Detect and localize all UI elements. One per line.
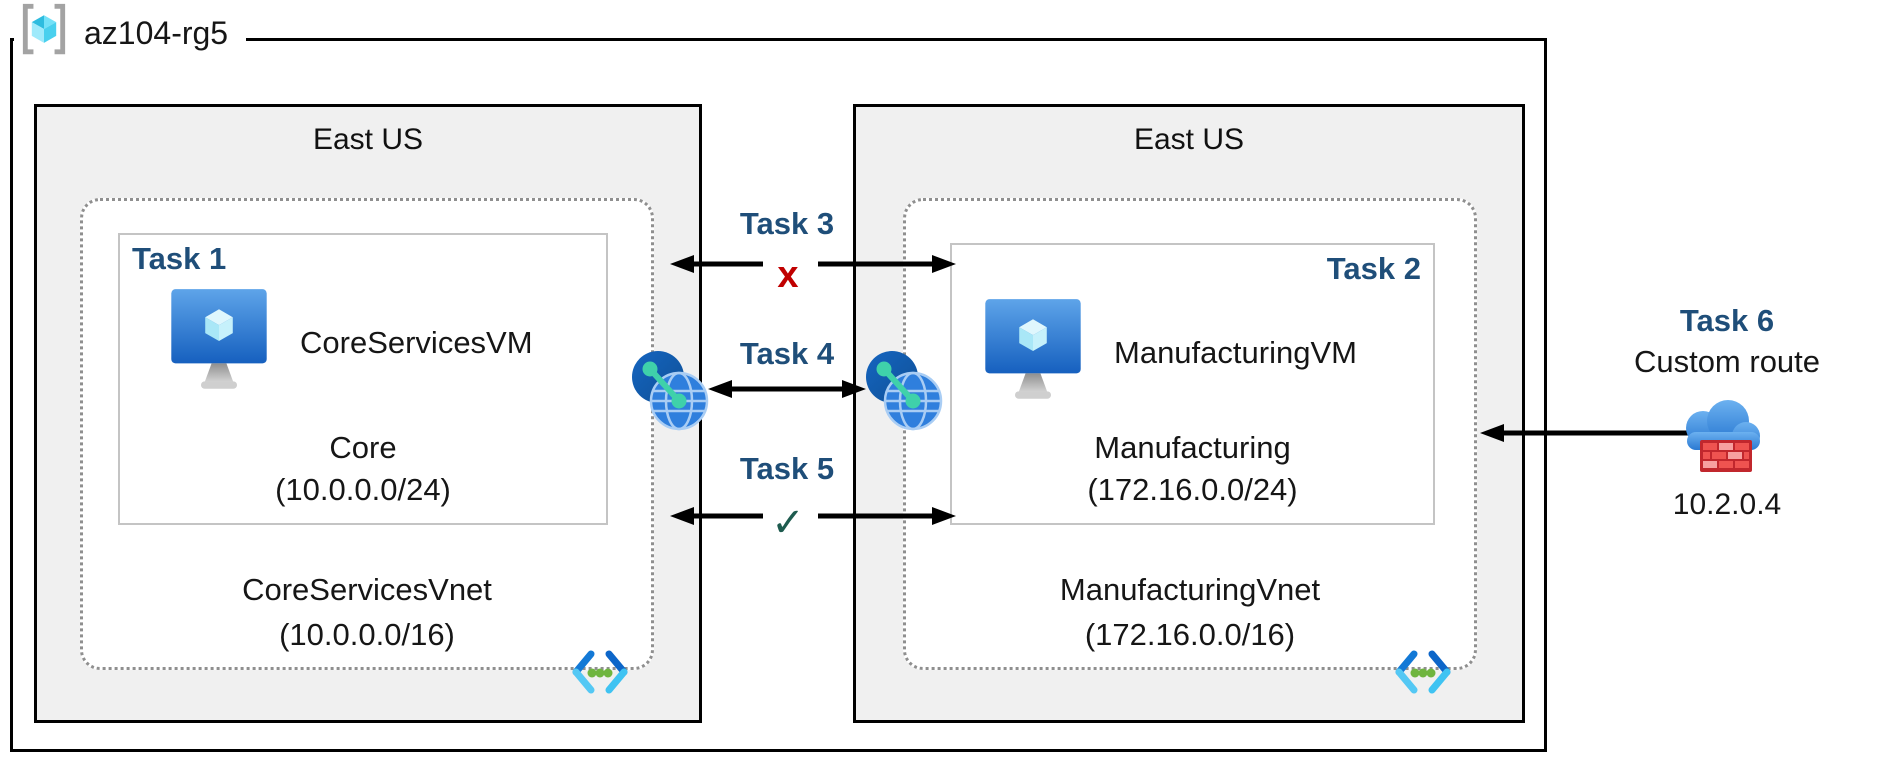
vnet-caption-coreservices: CoreServicesVnet (10.0.0.0/16) <box>80 567 654 657</box>
subnet-name: Manufacturing <box>1094 430 1291 465</box>
subnet-cidr: (10.0.0.0/24) <box>275 472 451 507</box>
subnet-box-manufacturing: Task 2 <box>950 243 1435 525</box>
custom-route-arrow <box>1478 421 1693 450</box>
task6-label: Task 6 <box>1679 303 1775 338</box>
task4-arrow <box>706 376 868 407</box>
firewall-cloud-icon <box>1670 390 1770 487</box>
vnet-cidr: (172.16.0.0/16) <box>1084 617 1296 652</box>
vnet-cidr: (10.0.0.0/16) <box>279 617 455 652</box>
resource-group-label: az104-rg5 <box>14 0 247 67</box>
vm-manufacturing: ManufacturingVM <box>980 293 1357 412</box>
task5-arrow <box>668 503 958 534</box>
blocked-cross-marker: x <box>777 254 799 296</box>
vnet-name: ManufacturingVnet <box>1059 572 1321 607</box>
region-title-right: East US <box>1133 123 1245 156</box>
region-title-left: East US <box>312 123 424 156</box>
custom-route-title: Custom route <box>1633 344 1821 379</box>
virtual-network-icon-left <box>570 644 630 705</box>
resource-group-icon <box>18 0 70 67</box>
task3-arrow <box>668 251 958 282</box>
resource-group-name: az104-rg5 <box>84 14 229 51</box>
vm-name: ManufacturingVM <box>1114 334 1357 370</box>
network-peering-icon-right <box>861 348 945 437</box>
task1-label: Task 1 <box>132 241 227 276</box>
custom-route-ip: 10.2.0.4 <box>1672 488 1782 521</box>
virtual-network-icon-right <box>1393 644 1453 705</box>
subnet-box-core: Task 1 <box>118 233 608 525</box>
task5-label: Task 5 <box>739 451 835 486</box>
subnet-caption-core: Core (10.0.0.0/24) <box>120 427 606 511</box>
task4-label: Task 4 <box>739 336 835 371</box>
vm-core: CoreServicesVM <box>166 283 533 402</box>
virtual-machine-icon <box>980 293 1086 412</box>
subnet-cidr: (172.16.0.0/24) <box>1087 472 1298 507</box>
subnet-name: Core <box>329 430 397 465</box>
virtual-machine-icon <box>166 283 272 402</box>
vnet-caption-manufacturing: ManufacturingVnet (172.16.0.0/16) <box>903 567 1477 657</box>
vm-name: CoreServicesVM <box>300 324 533 360</box>
vnet-name: CoreServicesVnet <box>242 572 492 607</box>
network-peering-icon-left <box>627 348 711 437</box>
subnet-caption-manufacturing: Manufacturing (172.16.0.0/24) <box>952 427 1433 511</box>
task3-label: Task 3 <box>739 206 835 241</box>
task2-label: Task 2 <box>1326 251 1421 286</box>
allowed-check-marker: ✓ <box>771 501 805 545</box>
